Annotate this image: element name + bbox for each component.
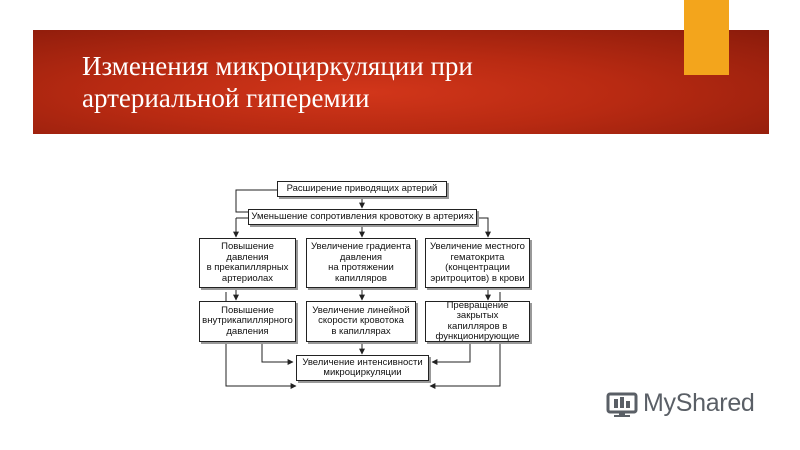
box-dilation: Расширение приводящих артерий — [277, 181, 447, 197]
watermark-text: MyShared — [643, 388, 755, 417]
box-text-line: (концентрации — [445, 262, 510, 273]
box-dilation-text: Расширение приводящих артерий — [286, 182, 438, 194]
box-resistance-text: Уменьшение сопротивления кровотоку в арт… — [251, 210, 474, 222]
slide-title: Изменения микроциркуляции при артериальн… — [82, 50, 642, 114]
box-text-line: Повышение — [221, 241, 274, 252]
box-text-line: в капиллярах — [331, 325, 391, 337]
box-text-line: Повышение — [221, 304, 274, 316]
box-text-line: капилляров в — [447, 320, 508, 332]
title-line-1: Изменения микроциркуляции при — [82, 51, 473, 81]
box-text-line: микроциркуляции — [323, 367, 402, 378]
box-text-line: артериолах — [221, 272, 274, 284]
box-text-line: капилляров — [335, 272, 387, 284]
myshared-logo-icon — [605, 388, 639, 418]
box-intracap-pressure: Повышение внутрикапиллярного давления — [199, 301, 296, 342]
arrow-resistance-hematocrit — [477, 217, 491, 238]
box-hematocrit: Увеличение местного гематокрита (концент… — [425, 238, 530, 288]
arrow-capillary-micro — [431, 342, 471, 365]
arrow-dilation-left — [235, 189, 277, 213]
box-resistance: Уменьшение сопротивления кровотоку в арт… — [248, 209, 477, 225]
box-text-line: Увеличение градиента — [311, 241, 411, 252]
accent-tab — [684, 0, 729, 75]
box-text-line: внутрикапиллярного — [202, 315, 293, 327]
box-text-line: гематокрита — [450, 251, 505, 263]
watermark: MyShared — [605, 386, 755, 420]
box-text-line: Увеличение местного — [430, 241, 525, 252]
box-precap-pressure: Повышение давления в прекапиллярных арте… — [199, 238, 296, 288]
box-text-line: Увеличение линейной — [312, 304, 410, 316]
box-capillary-opening: Превращение закрытых капилляров в функци… — [425, 299, 530, 342]
box-text-line: на протяжении — [328, 262, 394, 273]
box-text-line: в прекапиллярных — [206, 262, 289, 273]
box-text-line: функционирующие — [435, 331, 520, 342]
box-text-line: эритроцитов) в крови — [430, 272, 525, 284]
box-microcirculation: Увеличение интенсивности микроциркуляции — [296, 355, 429, 381]
box-text-line: скорости кровотока — [318, 315, 404, 327]
box-text-line: Увеличение интенсивности — [302, 356, 423, 368]
box-text-line: Превращение закрытых — [446, 299, 509, 321]
box-text-line: давления — [339, 251, 383, 263]
box-text-line: давления — [226, 325, 269, 337]
box-gradient: Увеличение градиента давления на протяже… — [306, 238, 416, 288]
box-linear-speed: Увеличение линейной скорости кровотока в… — [306, 301, 416, 342]
arrow-intracap-micro — [261, 342, 294, 365]
title-line-2: артериальной гиперемии — [82, 83, 370, 113]
title-banner — [33, 30, 769, 134]
box-text-line: давления — [226, 251, 269, 263]
